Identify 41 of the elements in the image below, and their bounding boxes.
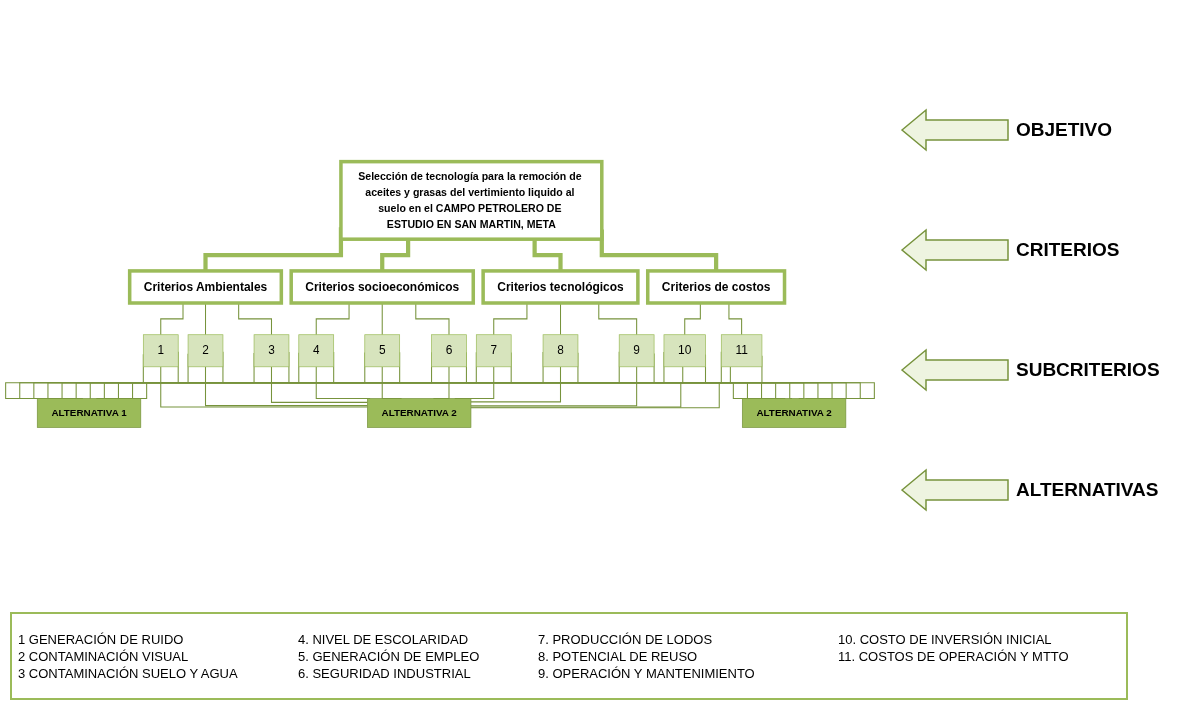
legend-note: 4. NIVEL DE ESCOLARIDAD xyxy=(298,631,469,647)
node-box: ALTERNATIVA 2 xyxy=(367,398,472,429)
legend-note: 2 CONTAMINACIÓN VISUAL xyxy=(18,648,190,664)
legend-note: 1 GENERACIÓN DE RUIDO xyxy=(18,631,185,647)
connector xyxy=(160,366,368,408)
connector xyxy=(470,366,684,408)
connector xyxy=(470,366,562,403)
legend-note: 6. SEGURIDAD INDUSTRIAL xyxy=(298,665,472,681)
node-box: ALTERNATIVA 1 xyxy=(36,398,142,429)
node-box: 5 xyxy=(364,334,401,368)
connector xyxy=(270,366,368,404)
node-box: Criterios de costos xyxy=(646,269,787,306)
legend-note: 10. COSTO DE INVERSIÓN INICIAL xyxy=(838,631,1053,647)
legend-note: 11. COSTOS DE OPERACIÓN Y MTTO xyxy=(838,648,1070,664)
node-box: 6 xyxy=(431,334,467,368)
connector xyxy=(204,366,368,407)
legend-note: 8. POTENCIAL DE REUSO xyxy=(538,648,699,664)
legend-note: 3 CONTAMINACIÓN SUELO Y AGUA xyxy=(18,665,239,681)
node-box: Selección de tecnología para la remoción de aceites y grasas del vertimiento liquido al suelo en el CAMPO PETROLERO DE ESTUDIO EN SAN MARTIN, META xyxy=(339,160,604,242)
level-label: SUBCRITERIOS xyxy=(1016,359,1160,381)
node-box: 7 xyxy=(475,334,512,368)
level-label: OBJETIVO xyxy=(1016,119,1113,141)
legend-note: 5. GENERACIÓN DE EMPLEO xyxy=(298,648,481,664)
node-box: 4 xyxy=(298,334,335,368)
node-box: 8 xyxy=(542,334,579,368)
node-box: 3 xyxy=(253,334,290,368)
node-box: Criterios tecnológicos xyxy=(481,269,640,306)
level-label: CRITERIOS xyxy=(1016,239,1120,261)
node-box: 11 xyxy=(720,334,763,368)
legend-note: 9. OPERACIÓN Y MANTENIMIENTO xyxy=(538,665,756,681)
connector xyxy=(470,366,638,407)
node-box: Criterios Ambientales xyxy=(127,269,284,306)
legend-note: 7. PRODUCCIÓN DE LODOS xyxy=(538,631,714,647)
node-box: ALTERNATIVA 2 xyxy=(741,398,847,429)
node-box: 2 xyxy=(187,334,224,368)
level-label: ALTERNATIVAS xyxy=(1016,479,1159,501)
node-box: 10 xyxy=(663,334,706,368)
node-box: 9 xyxy=(618,334,655,368)
node-box: 1 xyxy=(142,334,179,368)
connector xyxy=(470,366,731,409)
node-box: Criterios socioeconómicos xyxy=(289,269,476,306)
